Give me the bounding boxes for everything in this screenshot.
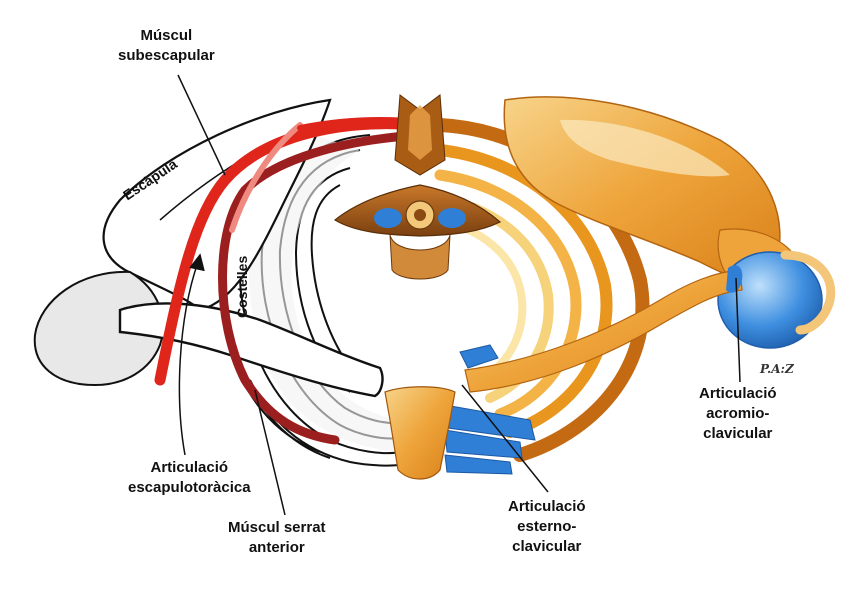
label-line: escapulotoràcica — [128, 479, 251, 496]
label-line: Articulació — [508, 498, 586, 515]
sternum — [384, 386, 456, 480]
label-line: acromio- — [706, 405, 770, 422]
label-costelles: Costelles — [234, 255, 250, 318]
leader-escapulotoracica-arrowhead — [189, 253, 205, 272]
label-line: clavicular — [703, 425, 773, 442]
label-articulacio-acromioclavicular: Articulació acromio- clavicular — [699, 384, 777, 444]
muscle-subscapular-red — [154, 118, 426, 386]
artist-signature: P.A:Z — [760, 362, 794, 376]
label-line: esterno- — [517, 518, 577, 535]
right-clavicle — [464, 269, 743, 393]
leader-escapulotoracica — [178, 261, 199, 456]
label-articulacio-escapulotoracica: Articulació escapulotoràcica — [128, 458, 251, 498]
leader-serrat — [254, 389, 286, 516]
label-line: subescapular — [118, 47, 215, 64]
leader-subescapular — [177, 74, 226, 176]
label-line: Múscul serrat — [228, 519, 326, 536]
label-line: clavicular — [512, 538, 582, 555]
leader-lines — [177, 74, 741, 516]
muscle-serratus-light — [229, 122, 303, 233]
vertebra — [333, 94, 502, 280]
muscle-serratus-dark — [218, 130, 425, 445]
right-humerus-cap — [780, 250, 836, 335]
label-articulacio-esternoclavicular: Articulació esterno- clavicular — [508, 497, 586, 557]
label-line: Articulació — [699, 385, 777, 402]
right-humerus-head — [717, 251, 823, 349]
leader-acromioclavicular — [735, 277, 741, 383]
acromioclavicular-cartilage — [726, 265, 743, 293]
leader-esternoclavicular — [461, 384, 549, 493]
label-muscul-serrat-anterior: Múscul serrat anterior — [228, 518, 326, 558]
right-scapula-highlight — [560, 119, 730, 177]
label-muscul-subescapular: Múscul subescapular — [118, 26, 215, 66]
label-line: anterior — [248, 539, 305, 556]
label-line: Articulació — [150, 459, 229, 476]
label-line: Múscul — [140, 27, 193, 44]
